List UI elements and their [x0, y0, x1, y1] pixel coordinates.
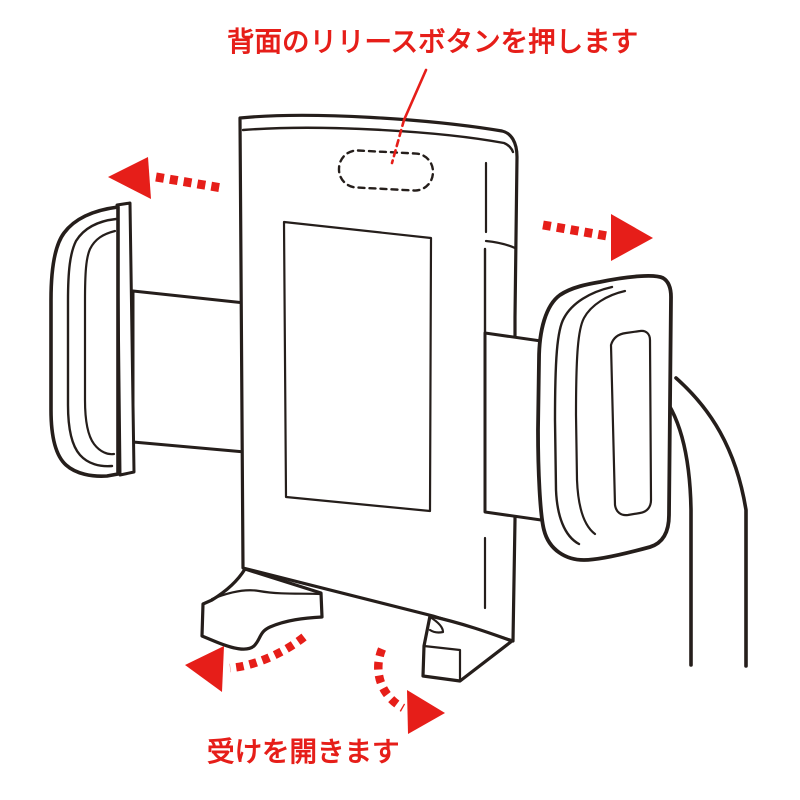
curved-arrow-right-icon — [374, 647, 445, 734]
holder-body — [238, 113, 519, 643]
leader-line — [390, 68, 428, 165]
right-clamp-inner-recess — [609, 329, 653, 517]
left-foot-support — [200, 567, 324, 651]
release-button-outline[interactable] — [337, 149, 435, 192]
annotation-open-cradle: 受けを開きます — [207, 736, 400, 767]
curved-arrow-left-icon — [185, 633, 307, 692]
left-clamp-pad — [49, 201, 136, 478]
body-inner-recess — [282, 220, 433, 513]
arrow-right-icon — [542, 214, 653, 261]
annotation-press-release-button: 背面のリリースボタンを押します — [227, 26, 639, 57]
right-foot-support — [421, 614, 514, 683]
left-arm-bar — [131, 289, 247, 454]
right-clamp-pad — [536, 274, 673, 562]
arrow-left-icon — [108, 157, 223, 199]
